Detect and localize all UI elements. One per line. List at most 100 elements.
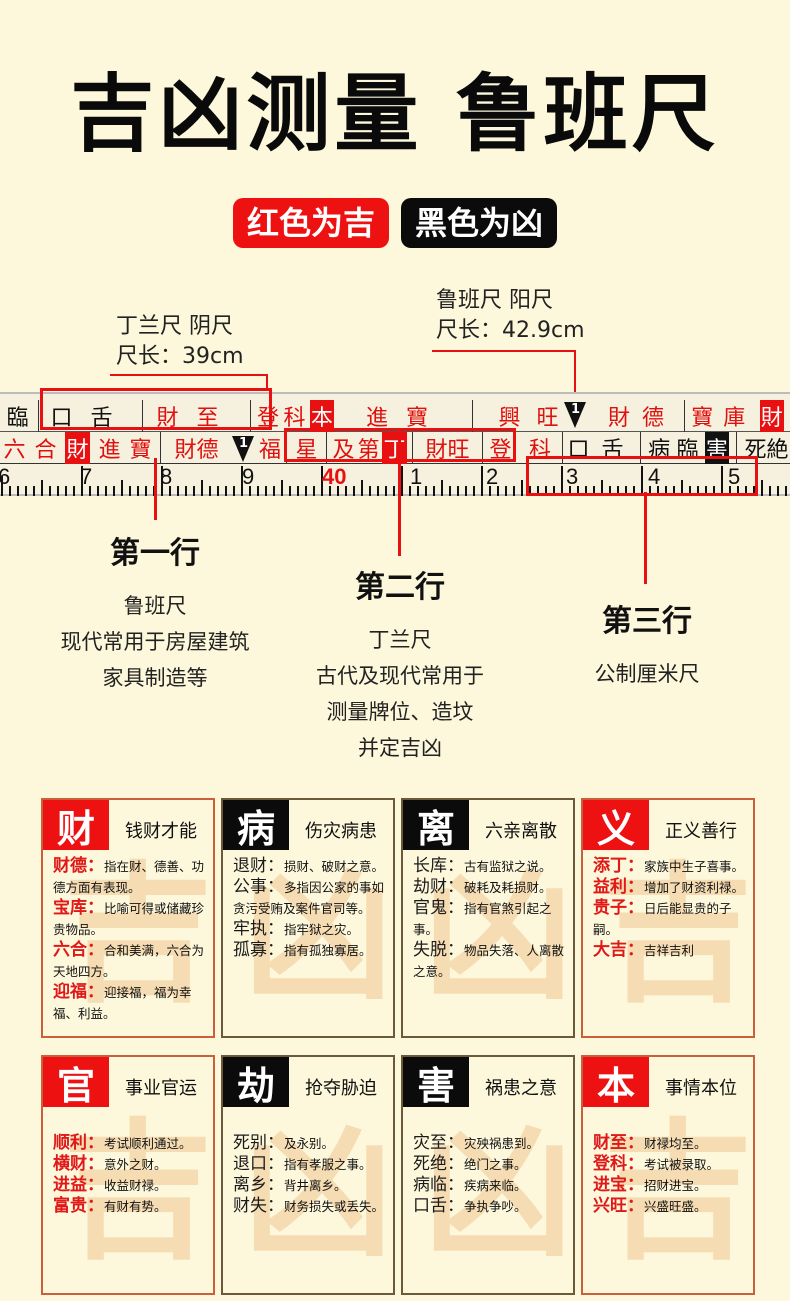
- card-entry: 官鬼：指有官煞引起之事。: [413, 898, 552, 937]
- card-entry: 孤寡：指有孤独寡居。: [233, 940, 372, 960]
- card-entry: 财失：财务损失或丢失。: [233, 1196, 385, 1216]
- cm-label: 1: [410, 464, 423, 489]
- card-subtitle: 伤灾病患: [305, 821, 377, 842]
- card-subtitle: 抢夺胁迫: [305, 1078, 377, 1099]
- card-entry: 离乡：背井离乡。: [233, 1175, 347, 1195]
- card-subtitle: 事情本位: [665, 1078, 737, 1099]
- dinglan-label: 丁兰尺 阴尺: [116, 314, 233, 339]
- luban-annotation: 鲁班尺 阳尺 尺长：42.9cm: [436, 286, 585, 346]
- card-entry: 六合：合和美满，六合为天地四方。: [53, 940, 205, 979]
- card-entry: 富贵：有财有势。: [53, 1196, 167, 1216]
- card-entry: 失脱：物品失落、人离散之意。: [413, 940, 565, 979]
- card-entry: 财德：指在财、德善、功德方面有表现。: [53, 856, 205, 895]
- ruler-row-dinglan: 六合財進寶 財德 福 星 及第丁 財旺 登 科 口舌 病臨害 死絶 1: [0, 432, 790, 464]
- card-entry: 劫财：破耗及耗损财。: [413, 877, 552, 897]
- card-entry: 添丁：家族中生子喜事。: [593, 856, 745, 876]
- section-row1: 第一行 鲁班尺 现代常用于房屋建筑 家具制造等: [30, 528, 280, 696]
- card-entry: 灾至：灾殃祸患到。: [413, 1133, 540, 1153]
- ruler-cell: 進寶: [365, 406, 446, 431]
- ruler-cell: 登: [482, 432, 518, 464]
- dinglan-length: 尺长：39cm: [116, 344, 244, 369]
- card-entry: 大吉：吉祥吉利: [593, 940, 695, 960]
- card-cai: 吉 财钱财才能 财德：指在财、德善、功德方面有表现。 宝库：比喻可得或储藏珍贵物…: [41, 798, 215, 1038]
- dinglan-pointer-line: [110, 374, 268, 376]
- ruler-cell: 財至: [142, 400, 250, 432]
- card-entry: 进益：收益财禄。: [53, 1175, 167, 1195]
- card-entry: 公事：多指因公家的事如贪污受贿及案件官司等。: [233, 877, 385, 916]
- dinglan-annotation: 丁兰尺 阴尺 尺长：39cm: [116, 312, 244, 372]
- luban-pointer-drop: [574, 350, 576, 400]
- unlucky-badge: 黑色为凶: [401, 198, 558, 248]
- luban-length: 尺长：42.9cm: [436, 318, 585, 343]
- card-subtitle: 钱财才能: [125, 821, 197, 842]
- ruler-cell: 臨: [0, 400, 38, 432]
- row1-connector: [154, 458, 157, 520]
- card-entry: 死绝：绝门之事。: [413, 1154, 527, 1174]
- ruler-cell: 口舌: [38, 400, 142, 432]
- card-char: 义: [583, 800, 649, 851]
- card-guan: 吉 官事业官运 顺利：考试顺利通过。 横财：意外之财。 进益：收益财禄。 富贵：…: [41, 1055, 215, 1295]
- lucky-badge: 红色为吉: [232, 198, 389, 248]
- cm-label: 8: [160, 464, 173, 489]
- card-hai: 凶 害祸患之意 灾至：灾殃祸患到。 死绝：绝门之事。 病临：疾病来临。 口舌：争…: [401, 1055, 575, 1295]
- card-entry: 登科：考试被录取。: [593, 1154, 720, 1174]
- card-subtitle: 六亲离散: [485, 821, 557, 842]
- card-entry: 顺利：考试顺利通过。: [53, 1133, 192, 1153]
- card-entry: 长库：古有监狱之说。: [413, 856, 552, 876]
- dinglan-pointer-drop: [266, 374, 268, 390]
- card-char: 病: [223, 800, 289, 851]
- dinglan-start-marker-icon: 1: [232, 436, 254, 462]
- row1-highlight-box: [40, 388, 272, 430]
- section-heading: 第三行: [602, 604, 692, 639]
- card-entry: 进宝：招财进宝。: [593, 1175, 707, 1195]
- row3-connector: [644, 492, 647, 584]
- card-entry: 贵子：日后能显贵的子嗣。: [593, 898, 732, 937]
- card-entry: 退口：指有孝服之事。: [233, 1154, 372, 1174]
- card-entry: 兴旺：兴盛旺盛。: [593, 1196, 707, 1216]
- page-title: 吉凶测量 鲁班尺: [70, 65, 720, 163]
- cm-label: 9: [242, 464, 255, 489]
- ruler-row-luban: 臨 口舌 財至 登科本 進寶 興旺 財德 寶庫財 1: [0, 400, 790, 432]
- legend-badges: 红色为吉 黑色为凶: [0, 198, 790, 248]
- luban-pointer-line: [432, 350, 576, 352]
- ruler-cell: 寶庫財: [684, 400, 790, 432]
- card-jie: 凶 劫抢夺胁迫 死别：及永别。 退口：指有孝服之事。 离乡：背井离乡。 财失：财…: [221, 1055, 395, 1295]
- card-char: 本: [583, 1057, 649, 1108]
- card-subtitle: 祸患之意: [485, 1078, 557, 1099]
- ruler-cell: 登科本: [250, 400, 340, 432]
- card-entry: 横财：意外之财。: [53, 1154, 167, 1174]
- ruler-cell: 興旺: [472, 400, 600, 432]
- card-entry: 财至：财禄均至。: [593, 1133, 707, 1153]
- card-yi: 吉 义正义善行 添丁：家族中生子喜事。 益利：增加了财资利禄。 贵子：日后能显贵…: [581, 798, 755, 1038]
- ruler-cell: 財旺: [412, 432, 482, 464]
- card-entry: 益利：增加了财资利禄。: [593, 877, 745, 897]
- ruler-cell: 六合財進寶: [0, 432, 160, 464]
- card-ben: 吉 本事情本位 财至：财禄均至。 登科：考试被录取。 进宝：招财进宝。 兴旺：兴…: [581, 1055, 755, 1295]
- cm-tick-marks: [1, 466, 787, 496]
- row3-highlight-box: [526, 456, 758, 496]
- card-entry: 死别：及永别。: [233, 1133, 335, 1153]
- ruler-cell: 福: [258, 438, 281, 463]
- section-row3: 第三行 公制厘米尺: [522, 596, 772, 692]
- card-subtitle: 事业官运: [125, 1078, 197, 1099]
- card-subtitle: 正义善行: [665, 821, 737, 842]
- card-entry: 病临：疾病来临。: [413, 1175, 527, 1195]
- ruler-cell: 財德: [160, 432, 232, 464]
- cm-label: 6: [0, 464, 11, 489]
- card-entry: 宝库：比喻可得或储藏珍贵物品。: [53, 898, 205, 937]
- row2-connector: [398, 430, 401, 556]
- luban-label: 鲁班尺 阳尺: [436, 288, 553, 313]
- card-bing: 凶 病伤灾病患 退财：损财、破财之意。 公事：多指因公家的事如贪污受贿及案件官司…: [221, 798, 395, 1038]
- card-char: 财: [43, 800, 109, 851]
- card-char: 官: [43, 1057, 109, 1108]
- card-entry: 退财：损财、破财之意。: [233, 856, 385, 876]
- luban-start-marker-icon: 1: [564, 402, 586, 428]
- cm-label: 2: [486, 464, 499, 489]
- ruler-cell: 財德: [607, 406, 676, 431]
- cm-label: 4: [648, 464, 661, 489]
- cm-label: 7: [80, 464, 93, 489]
- cm-label: 3: [566, 464, 579, 489]
- section-heading: 第二行: [355, 570, 445, 605]
- card-entry: 迎福：迎接福，福为幸福、利益。: [53, 982, 192, 1021]
- section-row2: 第二行 丁兰尺 古代及现代常用于 测量牌位、造坟 并定吉凶: [275, 562, 525, 766]
